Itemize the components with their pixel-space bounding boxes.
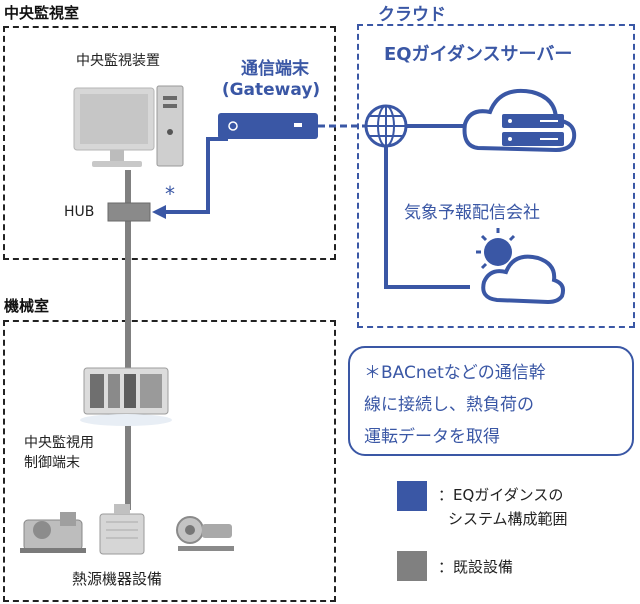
legend-gray-swatch: [397, 551, 427, 581]
hub-label: HUB: [64, 204, 95, 220]
gateway-title: 通信端末: [241, 59, 309, 79]
server-title: EQガイダンスサーバー: [384, 44, 573, 65]
legend-gray-label: ：既設設備: [438, 558, 514, 576]
gateway-to-hub-arrow: [162, 137, 228, 214]
legend-blue-line2: システム構成範囲: [448, 510, 568, 528]
controller-icon: [80, 367, 172, 426]
legend-blue-line1: ：EQガイダンスの: [438, 486, 564, 504]
monitor-icon: [73, 87, 155, 167]
central-room-title: 中央監視室: [4, 4, 80, 22]
globe-icon: [364, 104, 408, 148]
chiller-icon: [20, 512, 86, 553]
gateway-subtitle: (Gateway): [221, 80, 321, 100]
svg-text:*: *: [165, 182, 175, 206]
gateway-device-icon: [218, 113, 318, 139]
weather-icon: [476, 228, 565, 305]
cloud-server-icon: [462, 89, 577, 153]
monitor-device-label: 中央監視装置: [76, 53, 160, 69]
machine-room-region: [3, 320, 336, 602]
machine-room-title: 機械室: [4, 297, 50, 315]
controller-label-line2: 制御端末: [24, 455, 80, 471]
pc-tower-icon: [156, 85, 184, 167]
note-box: [348, 346, 634, 456]
legend-blue-swatch: [397, 481, 427, 511]
globe-to-weather-line: [384, 146, 470, 289]
note-line3: 運転データを取得: [364, 427, 500, 447]
equipment-label: 熱源機器設備: [72, 570, 163, 588]
cloud-region: [357, 24, 635, 328]
cooling-tower-icon: [99, 504, 145, 555]
cloud-title: クラウド: [378, 5, 446, 25]
note-line2: 線に接続し、熱負荷の: [364, 395, 534, 415]
hub-box: [107, 202, 151, 222]
note-line1: ＊BACnetなどの通信幹: [364, 363, 546, 383]
pump-icon: [176, 516, 234, 551]
central-room-region: [3, 26, 336, 260]
weather-company-label: 気象予報配信会社: [404, 203, 540, 223]
controller-label-line1: 中央監視用: [24, 435, 94, 451]
